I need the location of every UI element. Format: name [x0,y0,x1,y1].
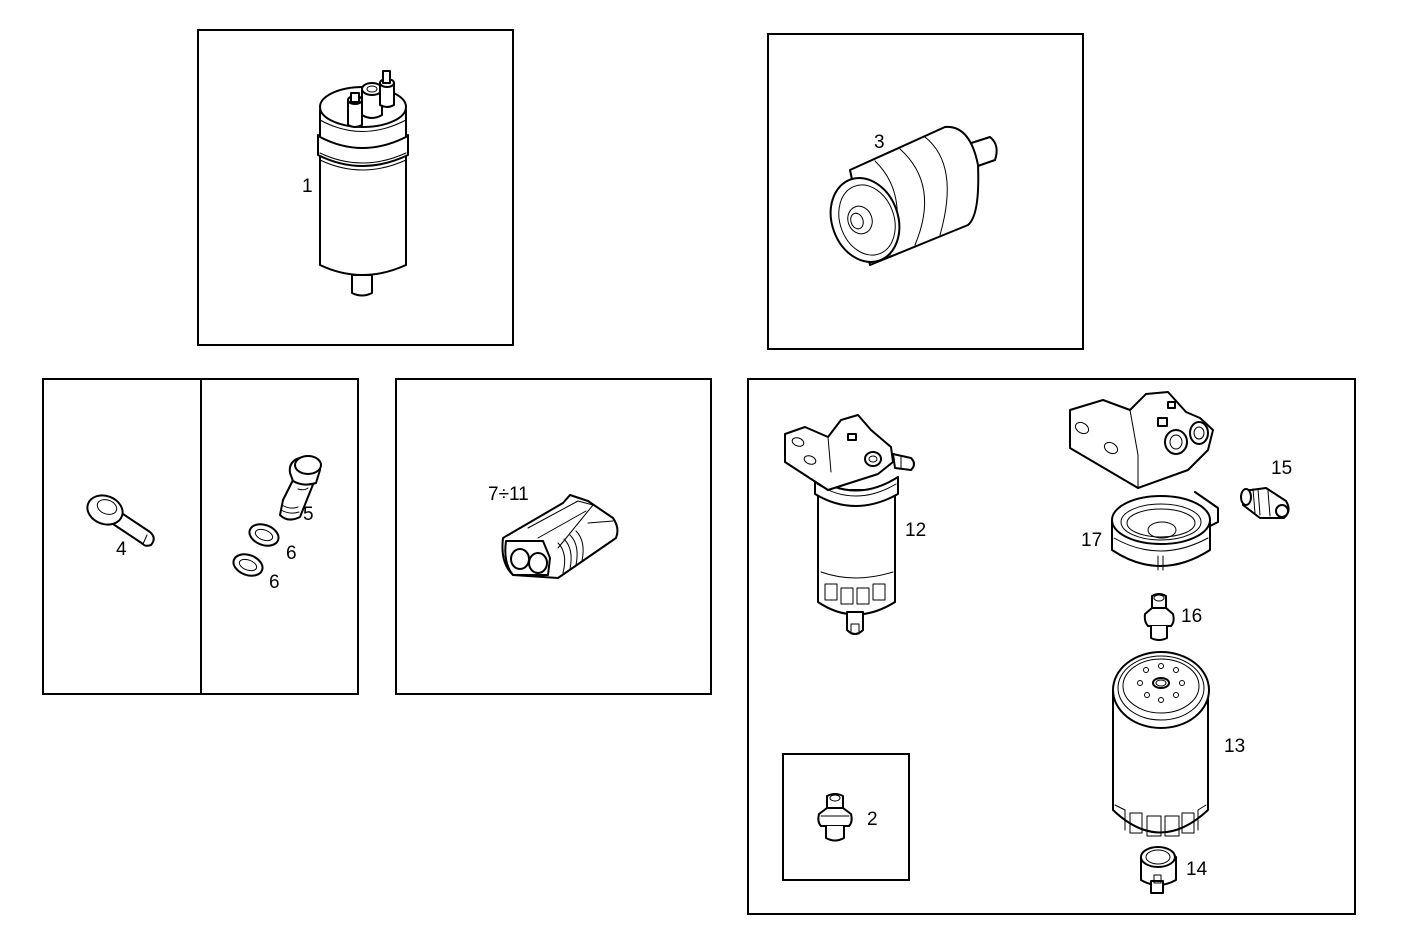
callout-17: 17 [1081,530,1103,551]
banjo-fitting-icon [86,494,155,547]
fuel-filter-assembly-icon [784,414,915,635]
fitting-nipple-icon [817,793,853,842]
filter-head-icon [1069,391,1214,489]
callout-7-11: 7÷11 [488,484,529,505]
callout-1: 1 [302,176,313,197]
callout-13: 13 [1224,736,1246,757]
electrical-connector-icon [501,494,619,579]
callout-5: 5 [303,504,314,525]
callout-4: 4 [116,539,127,560]
callout-6a: 6 [286,543,297,564]
sensor-connector-icon [1240,487,1290,519]
frame-part-5-6 [200,378,359,695]
callout-6b: 6 [269,572,280,593]
callout-15: 15 [1271,458,1293,479]
filter-cartridge-icon [1112,651,1210,837]
drain-cap-icon [1140,846,1177,894]
valve-fitting-icon [1143,593,1175,641]
sealing-washer-icon [248,523,280,547]
banjo-bolt-icon [279,455,322,521]
callout-14: 14 [1186,859,1208,880]
callout-2: 2 [867,809,878,830]
callout-12: 12 [905,520,927,541]
fuel-pump-icon [317,70,409,297]
inline-fuel-filter-icon [829,125,998,266]
sealing-washer-icon [232,553,264,577]
callout-16: 16 [1181,606,1203,627]
filter-bowl-icon [1111,491,1219,571]
callout-3: 3 [874,132,885,153]
